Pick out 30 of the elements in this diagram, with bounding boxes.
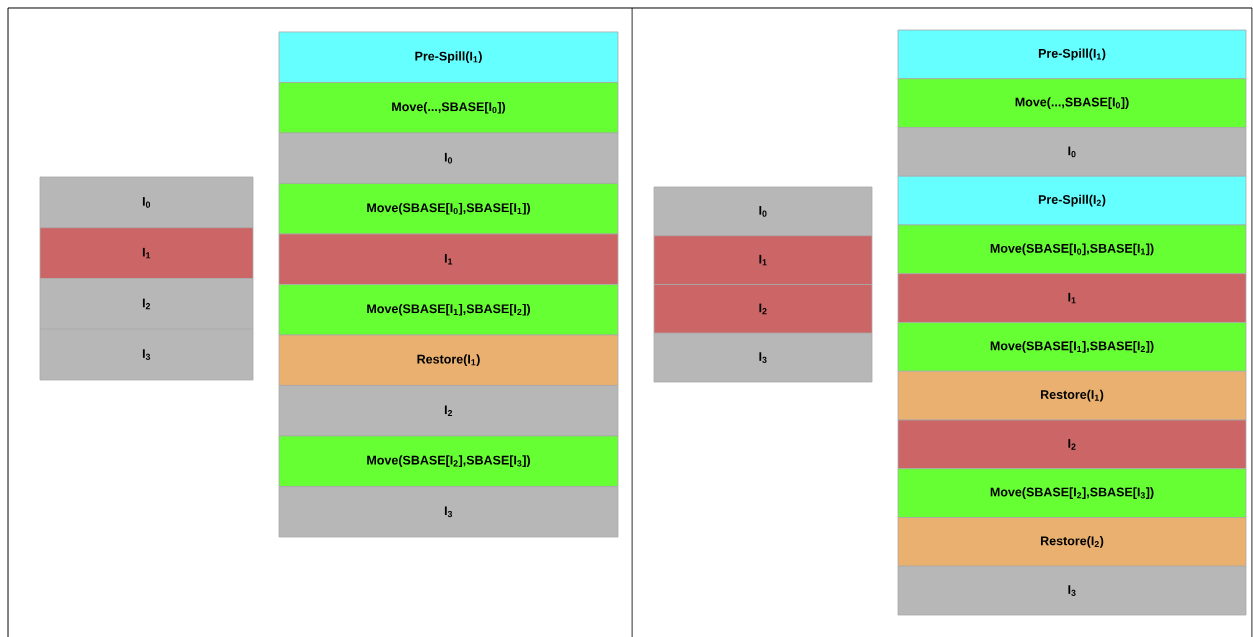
- stack-cell: I$_{1}$: [897, 273, 1247, 323]
- stack-cell: I$_{1}$: [653, 235, 873, 285]
- stack-cell: I$_{0}$: [39, 176, 254, 229]
- stack-cell: Restore(I$_{1}$): [897, 370, 1247, 421]
- stack-cell: I$_{0}$: [278, 132, 619, 184]
- stack-cell: I$_{2}$: [278, 385, 619, 437]
- stack-cell: Move(SBASE[I$_{1}$],SBASE[I$_{2}$]): [897, 322, 1247, 372]
- stack-cell: I$_{0}$: [653, 186, 873, 237]
- stack-cell: I$_{2}$: [653, 284, 873, 334]
- stack-cell: I$_{3}$: [653, 332, 873, 383]
- stack-cell: I$_{1}$: [278, 233, 619, 285]
- stack-cell: Move(SBASE[I$_{0}$],SBASE[I$_{1}$]): [897, 224, 1247, 275]
- stack-cell: Move(...,SBASE[I$_{0}$]): [278, 82, 619, 134]
- stack-cell: Move(SBASE[I$_{0}$],SBASE[I$_{1}$]): [278, 183, 619, 235]
- stack-cell: I$_{1}$: [39, 227, 254, 279]
- stack-cell: I$_{3}$: [278, 486, 619, 538]
- stack-cell: Restore(I$_{1}$): [278, 334, 619, 386]
- stack-cell: Move(SBASE[I$_{1}$],SBASE[I$_{2}$]): [278, 284, 619, 336]
- stack-cell: I$_{3}$: [897, 565, 1247, 616]
- stack-cell: Pre-Spill(I$_{1}$): [897, 29, 1247, 80]
- stack-cell: Pre-Spill(I$_{2}$): [897, 175, 1247, 226]
- stack-cell: Pre-Spill(I$_{1}$): [278, 31, 619, 83]
- stack-cell: I$_{3}$: [39, 328, 254, 381]
- stack-cell: I$_{0}$: [897, 127, 1247, 177]
- stack-cell: Move(SBASE[I$_{2}$],SBASE[I$_{3}$]): [278, 435, 619, 487]
- stack-cell: I$_{2}$: [897, 419, 1247, 470]
- stack-cell: Move(...,SBASE[I$_{0}$]): [897, 78, 1247, 128]
- stack-cell: Restore(I$_{2}$): [897, 517, 1247, 567]
- stack-cell: I$_{2}$: [39, 278, 254, 330]
- stack-cell: Move(SBASE[I$_{2}$],SBASE[I$_{3}$]): [897, 468, 1247, 518]
